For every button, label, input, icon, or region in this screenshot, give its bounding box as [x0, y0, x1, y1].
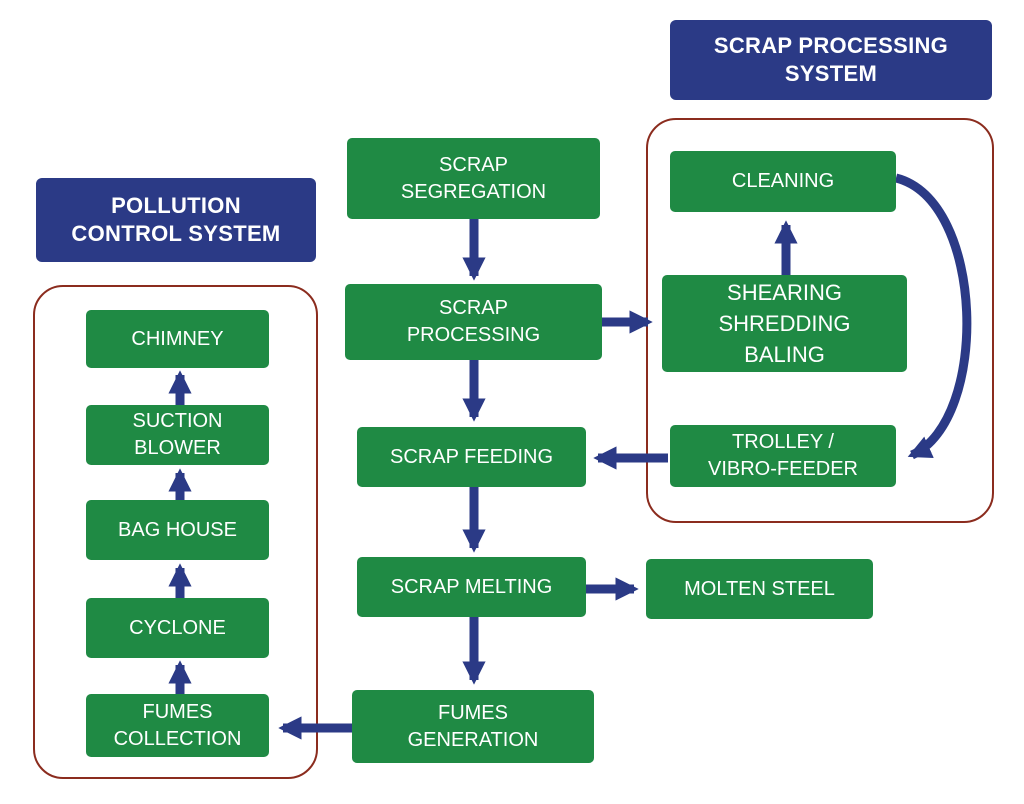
node-suction-blower: SUCTION BLOWER	[86, 405, 269, 465]
node-trolley-vibro-feeder: TROLLEY / VIBRO-FEEDER	[670, 425, 896, 487]
node-chimney: CHIMNEY	[86, 310, 269, 368]
node-molten-steel: MOLTEN STEEL	[646, 559, 873, 619]
node-scrap-processing: SCRAP PROCESSING	[345, 284, 602, 360]
node-bag-house: BAG HOUSE	[86, 500, 269, 560]
pollution-control-system-title: POLLUTION CONTROL SYSTEM	[36, 178, 316, 262]
scrap-processing-system-title: SCRAP PROCESSING SYSTEM	[670, 20, 992, 100]
node-fumes-generation: FUMES GENERATION	[352, 690, 594, 763]
arrow-cleaning-to-trolley	[894, 173, 972, 460]
node-scrap-melting: SCRAP MELTING	[357, 557, 586, 617]
node-fumes-collection: FUMES COLLECTION	[86, 694, 269, 757]
node-shearing-shredding-baling: SHEARING SHREDDING BALING	[662, 275, 907, 372]
node-scrap-segregation: SCRAP SEGREGATION	[347, 138, 600, 219]
node-cyclone: CYCLONE	[86, 598, 269, 658]
node-cleaning: CLEANING	[670, 151, 896, 212]
node-scrap-feeding: SCRAP FEEDING	[357, 427, 586, 487]
pollution-control-system-group	[33, 285, 318, 779]
